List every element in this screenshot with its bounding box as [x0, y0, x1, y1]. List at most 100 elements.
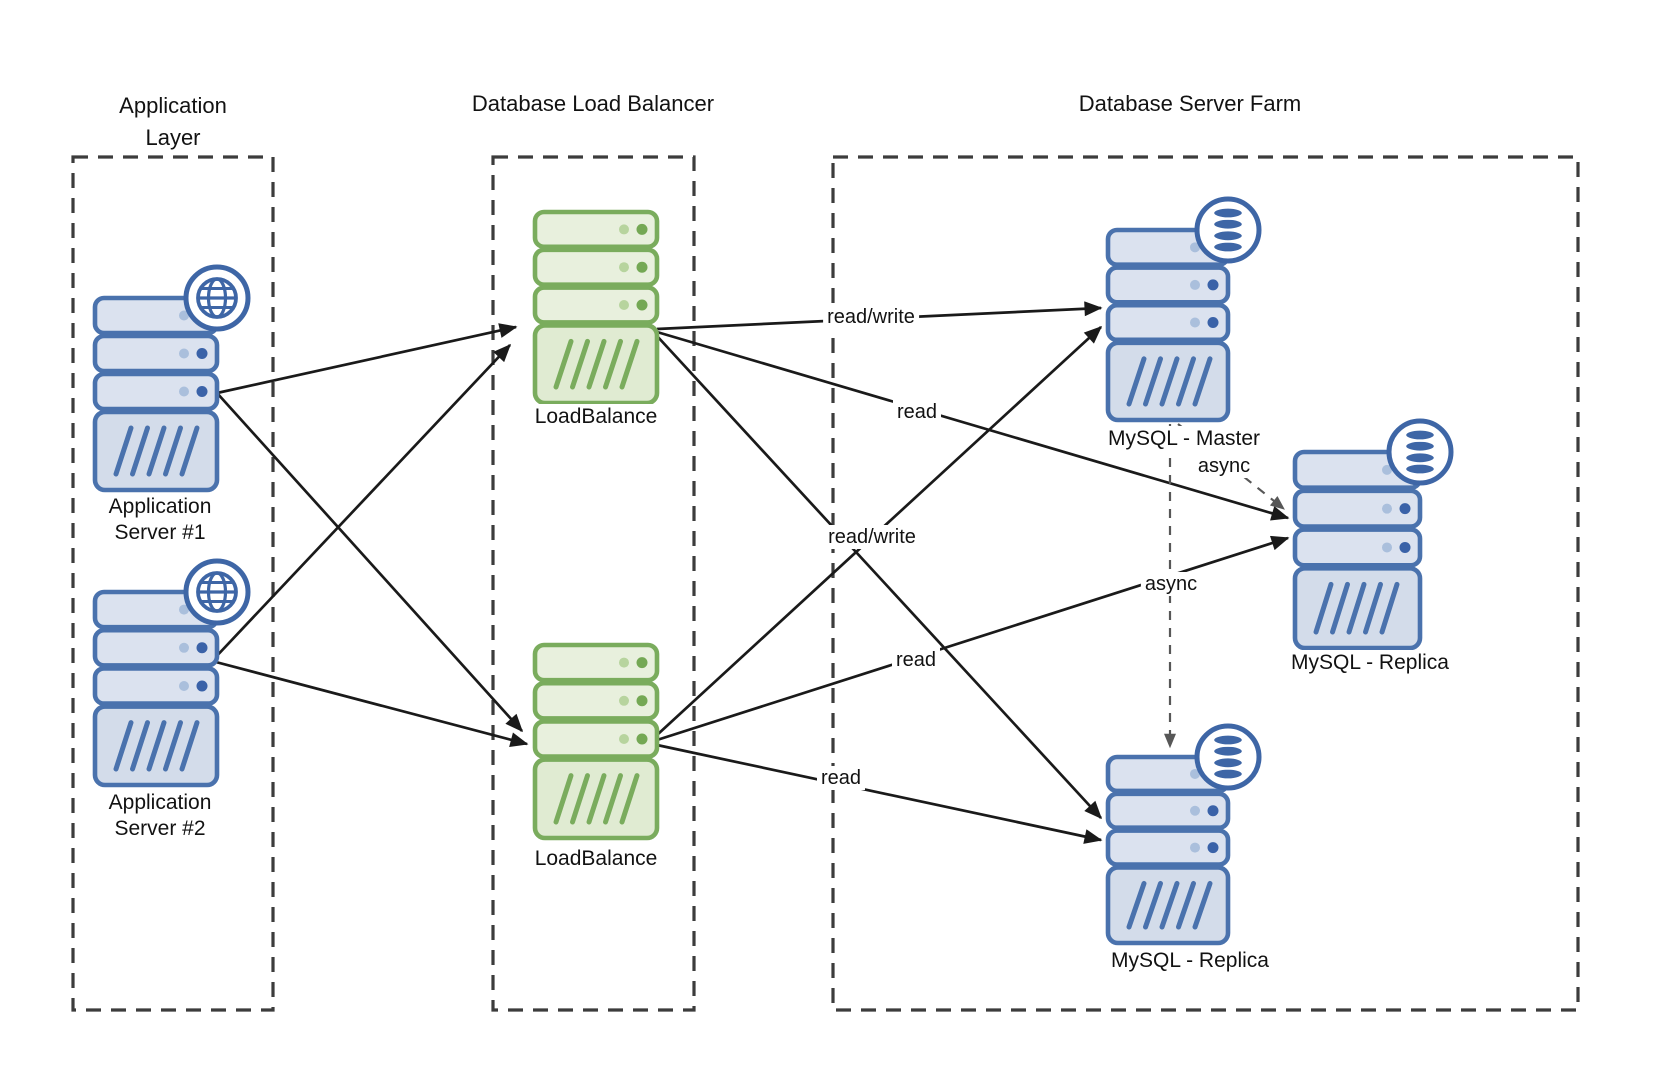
led-dot [1207, 842, 1219, 854]
led-dot [179, 310, 189, 321]
edge-lb2-to-replica1 [656, 535, 1290, 742]
led-dot [1382, 464, 1392, 475]
led-dot [196, 386, 208, 397]
vent-hatch [163, 720, 183, 772]
server-slab [92, 333, 220, 374]
mysql-replica-2-icon [1105, 723, 1262, 946]
led-dot [636, 733, 648, 745]
mysql-replica-1-icon [1292, 418, 1454, 651]
led-dot [1190, 317, 1200, 328]
vent-hatch [130, 720, 150, 772]
led-dot [179, 642, 189, 653]
led-dot [636, 695, 648, 707]
vent-hatch [553, 338, 574, 390]
load-balancer-2-icon [532, 642, 660, 841]
vent-hatch [1313, 581, 1334, 635]
edge-lb1-to-master [656, 301, 1103, 331]
led-dot [179, 680, 189, 691]
vent-hatch [1379, 581, 1400, 635]
led-dot [179, 348, 189, 359]
led-dot [636, 299, 648, 311]
vent-hatch [179, 425, 200, 477]
led-dot [1207, 805, 1219, 817]
database-load-balancer-box [491, 155, 696, 1012]
application-layer-box [71, 155, 275, 1012]
vent-hatch [179, 720, 200, 772]
vent-hatch [570, 338, 590, 390]
server-slab [532, 247, 660, 287]
led-dot [1382, 503, 1392, 514]
led-dot [179, 604, 189, 615]
server-slab [1105, 265, 1231, 305]
led-dot [1382, 542, 1392, 553]
vent-hatch [1126, 356, 1147, 407]
vent-hatch [1346, 581, 1367, 635]
led-dot [619, 224, 629, 235]
led-dot [1207, 317, 1219, 329]
vent-hatch [619, 773, 640, 825]
led-dot [1190, 805, 1200, 816]
server-slab [1105, 791, 1231, 831]
server-slab [532, 719, 660, 759]
led-dot [196, 642, 208, 654]
app-server-2-icon [92, 558, 251, 788]
led-dot [636, 657, 648, 669]
vent-hatch [553, 773, 574, 825]
led-dot [619, 262, 629, 273]
server-slab [532, 285, 660, 325]
vent-hatch [1159, 880, 1180, 930]
edge-lb1-to-replica1 [656, 330, 1290, 521]
vent-hatch [146, 720, 167, 772]
led-dot [619, 300, 629, 311]
edge-lb2-to-replica2 [656, 743, 1103, 844]
load-balancer-1-icon [532, 209, 660, 406]
database-icon [1386, 418, 1454, 486]
vent-hatch [146, 425, 167, 477]
led-dot [179, 386, 189, 397]
vent-hatch [1176, 356, 1196, 407]
database-icon [1194, 196, 1262, 264]
server-slab [532, 642, 660, 683]
server-slab [92, 627, 220, 668]
server-slab [1105, 302, 1231, 343]
led-dot [196, 680, 208, 692]
led-dot [1207, 279, 1219, 291]
server-slab [92, 666, 220, 706]
led-dot [1190, 279, 1200, 290]
vent-hatch [1330, 581, 1350, 635]
globe-icon [183, 264, 251, 332]
edge-app1-to-lb2 [215, 392, 524, 733]
vent-hatch [163, 425, 183, 477]
edge-app2-to-lb2 [211, 659, 529, 748]
vent-hatch [1363, 581, 1383, 635]
vent-hatch [1126, 880, 1147, 930]
led-dot [1190, 768, 1200, 779]
vent-hatch [1176, 880, 1196, 930]
server-slab [92, 371, 220, 412]
led-dot [1399, 541, 1411, 553]
mysql-master-icon [1105, 196, 1262, 423]
led-dot [1190, 242, 1200, 253]
vent-hatch [1143, 880, 1163, 930]
vent-hatch [603, 338, 623, 390]
server-slab [1292, 488, 1423, 529]
vent-hatch [130, 425, 150, 477]
led-dot [619, 695, 629, 706]
vent-hatch [586, 773, 607, 825]
led-dot [619, 733, 629, 744]
database-icon [1194, 723, 1262, 791]
server-slab [1105, 828, 1231, 867]
vent-hatch [113, 425, 134, 477]
edge-master-to-replica1-async [1177, 423, 1285, 510]
led-dot [636, 223, 648, 235]
led-dot [1190, 842, 1200, 853]
led-dot [619, 657, 629, 668]
edge-app2-to-lb1 [211, 343, 512, 662]
vent-hatch [1159, 356, 1180, 407]
server-slab [532, 680, 660, 721]
vent-hatch [1143, 356, 1163, 407]
server-slab [1292, 527, 1423, 568]
vent-hatch [113, 720, 134, 772]
led-dot [196, 348, 208, 359]
